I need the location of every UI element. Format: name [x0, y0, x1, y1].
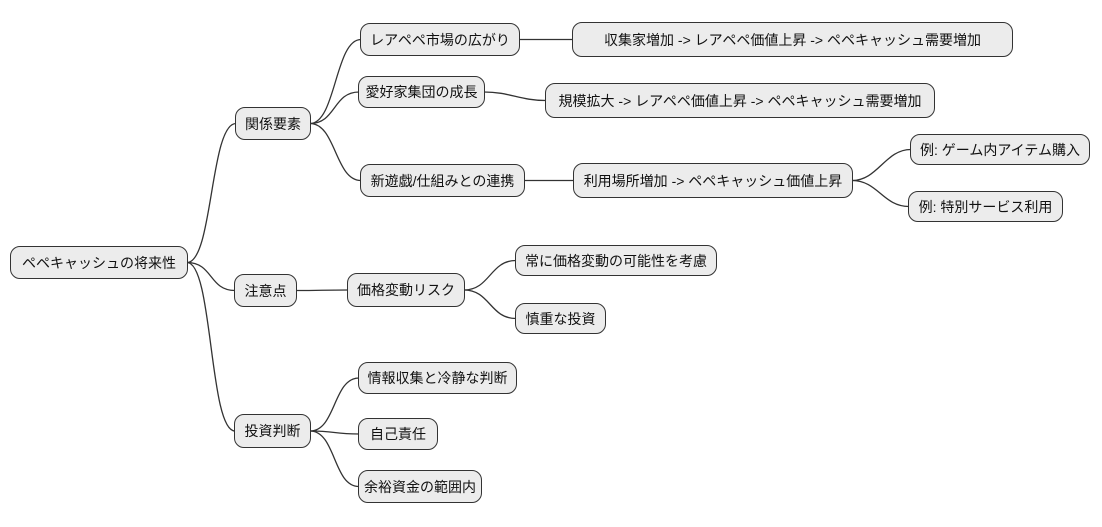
edge-enthusiast-growth-to-scale-chain — [483, 91, 547, 102]
edge-root-to-caution — [186, 261, 236, 292]
edge-caution-to-price-volatility-risk — [295, 289, 349, 292]
node-consider-volatility: 常に価格変動の可能性を考慮 — [515, 245, 717, 276]
edge-price-volatility-risk-to-cautious-investment — [463, 289, 517, 320]
node-collector-chain: 収集家増加 -> レアペペ価値上昇 -> ペペキャッシュ需要増加 — [572, 22, 1013, 57]
edge-usage-chain-to-example-special-service — [851, 179, 910, 208]
node-info-gathering: 情報収集と冷静な判断 — [358, 362, 517, 394]
node-root: ペペキャッシュの将来性 — [10, 246, 188, 279]
node-related-factors: 関係要素 — [235, 107, 311, 140]
edge-price-volatility-risk-to-consider-volatility — [463, 259, 517, 291]
node-example-special-service: 例: 特別サービス利用 — [908, 191, 1063, 222]
edge-root-to-investment-decision — [186, 261, 236, 432]
node-scale-chain: 規模拡大 -> レアペペ価値上昇 -> ペペキャッシュ需要増加 — [545, 83, 935, 118]
node-caution: 注意点 — [234, 274, 297, 307]
edge-related-factors-to-enthusiast-growth — [309, 91, 360, 125]
edge-investment-decision-to-surplus-funds — [309, 430, 360, 488]
node-price-volatility-risk: 価格変動リスク — [347, 273, 465, 307]
edge-investment-decision-to-info-gathering — [309, 377, 360, 432]
node-rare-pepe-market: レアペペ市場の広がり — [360, 23, 520, 56]
node-self-responsibility: 自己責任 — [358, 418, 438, 450]
edge-related-factors-to-new-games — [309, 122, 362, 182]
node-example-game-items: 例: ゲーム内アイテム購入 — [910, 134, 1090, 165]
edge-investment-decision-to-self-responsibility — [309, 430, 360, 435]
edge-root-to-related-factors — [186, 122, 237, 264]
node-cautious-investment: 慎重な投資 — [515, 303, 606, 334]
node-surplus-funds: 余裕資金の範囲内 — [358, 470, 482, 503]
node-enthusiast-growth: 愛好家集団の成長 — [358, 76, 485, 108]
node-usage-chain: 利用場所増加 -> ペペキャッシュ価値上昇 — [573, 163, 853, 198]
node-investment-decision: 投資判断 — [234, 414, 311, 448]
node-new-games: 新遊戯/仕組みとの連携 — [360, 164, 525, 197]
edge-related-factors-to-rare-pepe-market — [309, 38, 362, 125]
edge-usage-chain-to-example-game-items — [851, 148, 912, 182]
